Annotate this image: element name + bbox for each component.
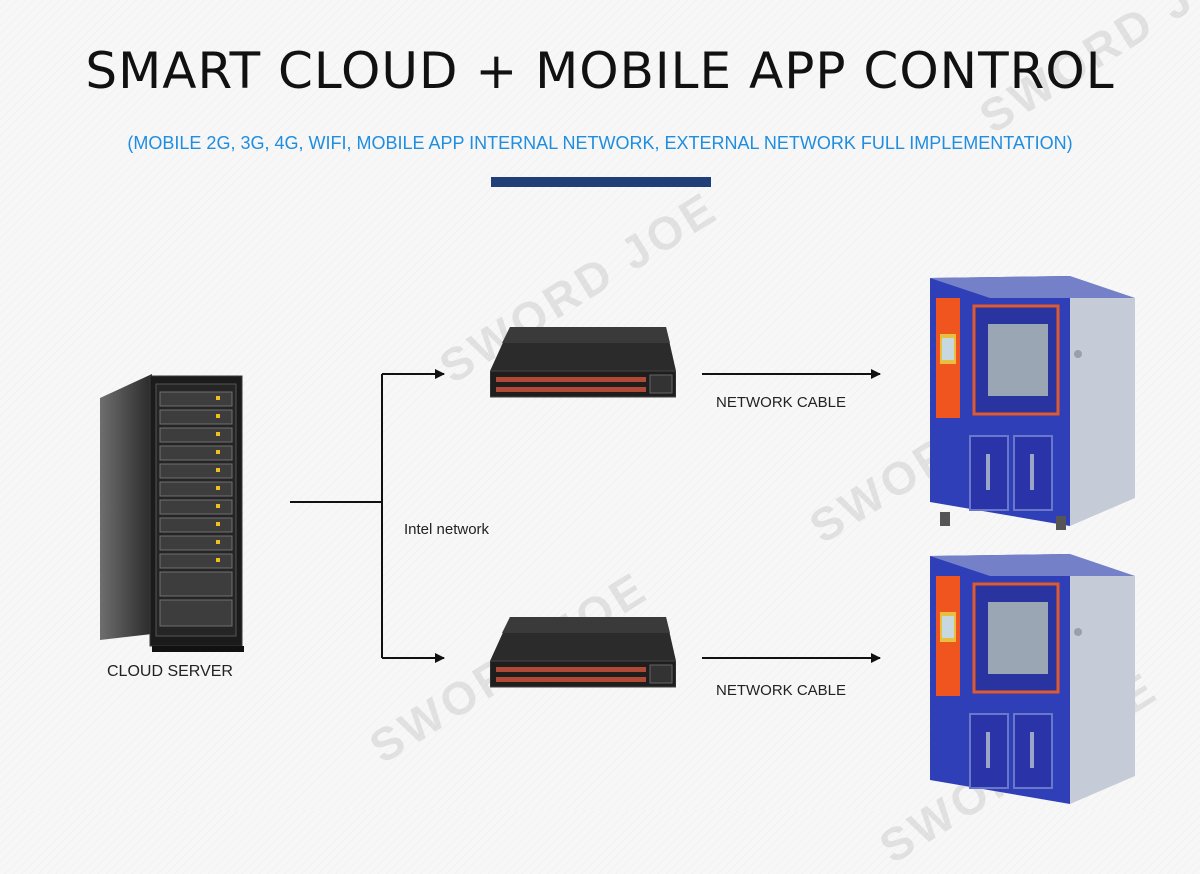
test-chamber-icon xyxy=(930,554,1135,804)
cloud-server-label: CLOUD SERVER xyxy=(107,663,233,680)
server-rack-icon xyxy=(100,374,244,652)
network-switch-icon xyxy=(490,617,676,688)
intel-network-label: Intel network xyxy=(404,521,490,538)
title-divider xyxy=(491,177,711,187)
network-cable-label-bottom: NETWORK CABLE xyxy=(716,682,847,699)
network-cable-label-top: NETWORK CABLE xyxy=(716,394,847,411)
page-title: SMART CLOUD + MOBILE APP CONTROL xyxy=(85,42,1115,100)
connector-lines xyxy=(290,369,881,663)
network-switch-icon xyxy=(490,327,676,398)
page-subtitle: (MOBILE 2G, 3G, 4G, WIFI, MOBILE APP INT… xyxy=(127,133,1073,153)
test-chamber-icon xyxy=(930,276,1135,530)
